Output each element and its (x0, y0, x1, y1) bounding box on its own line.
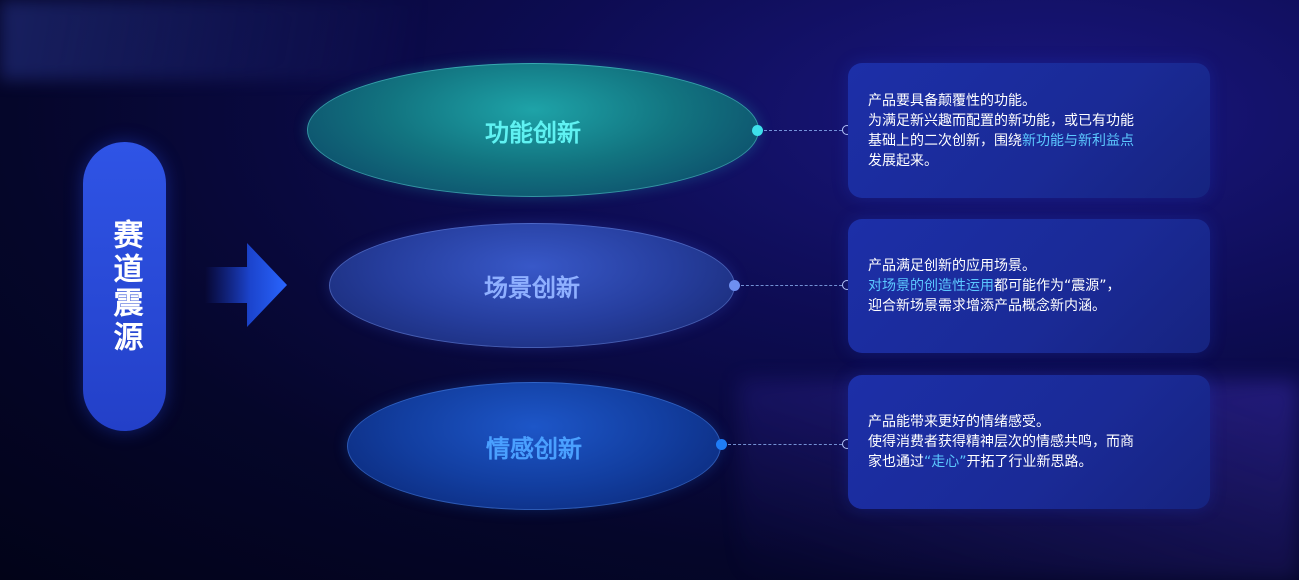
background-streak-top (0, 0, 420, 80)
node-scene-innovation: 场景创新 (329, 223, 735, 348)
card-highlight: 新功能与新利益点 (1022, 132, 1134, 149)
card-line: 基础上的二次创新，围绕新功能与新利益点 (868, 131, 1190, 151)
node-function-innovation: 功能创新 (307, 63, 759, 197)
card-function-innovation: 产品要具备颠覆性的功能。 为满足新兴趣而配置的新功能，或已有功能 基础上的二次创… (848, 63, 1210, 198)
card-text: 基础上的二次创新，围绕 (868, 132, 1022, 149)
connector-line (728, 444, 842, 445)
node-emotion-innovation: 情感创新 (347, 382, 721, 510)
card-line: 家也通过“走心”开拓了行业新思路。 (868, 452, 1190, 472)
card-highlight: 对场景的创造性运用 (868, 278, 994, 294)
card-line: 产品满足创新的应用场景。 (868, 258, 1036, 274)
card-line: 迎合新场景需求增添产品概念新内涵。 (868, 298, 1106, 314)
card-text: 开拓了行业新思路。 (966, 454, 1093, 470)
card-scene-innovation: 产品满足创新的应用场景。 对场景的创造性运用都可能作为“震源”， 迎合新场景需求… (848, 219, 1210, 353)
connector-dot (752, 125, 763, 136)
card-line: 对场景的创造性运用都可能作为“震源”， (868, 276, 1190, 296)
node-label: 场景创新 (484, 274, 580, 302)
card-line: 产品能带来更好的情绪感受。 (868, 414, 1050, 430)
card-text: 家也通过 (868, 454, 924, 470)
card-text: 都可能作为“震源”， (994, 278, 1121, 294)
connector-dot (729, 280, 740, 291)
connector-line (764, 130, 842, 131)
title-text: 赛道震源 (107, 218, 143, 355)
title-pill: 赛道震源 (83, 142, 166, 431)
node-label: 功能创新 (485, 118, 581, 147)
card-emotion-innovation: 产品能带来更好的情绪感受。 使得消费者获得精神层次的情感共鸣，而商 家也通过“走… (848, 375, 1210, 509)
card-line: 为满足新兴趣而配置的新功能，或已有功能 (868, 112, 1134, 129)
card-line: 使得消费者获得精神层次的情感共鸣，而商 (868, 434, 1134, 450)
node-label: 情感创新 (486, 434, 582, 463)
connector-dot (716, 439, 727, 450)
arrow-right-icon (205, 243, 287, 327)
connector-line (741, 285, 842, 286)
card-line: 发展起来。 (868, 152, 938, 169)
card-highlight: “走心” (924, 454, 967, 470)
card-line: 产品要具备颠覆性的功能。 (868, 92, 1036, 109)
